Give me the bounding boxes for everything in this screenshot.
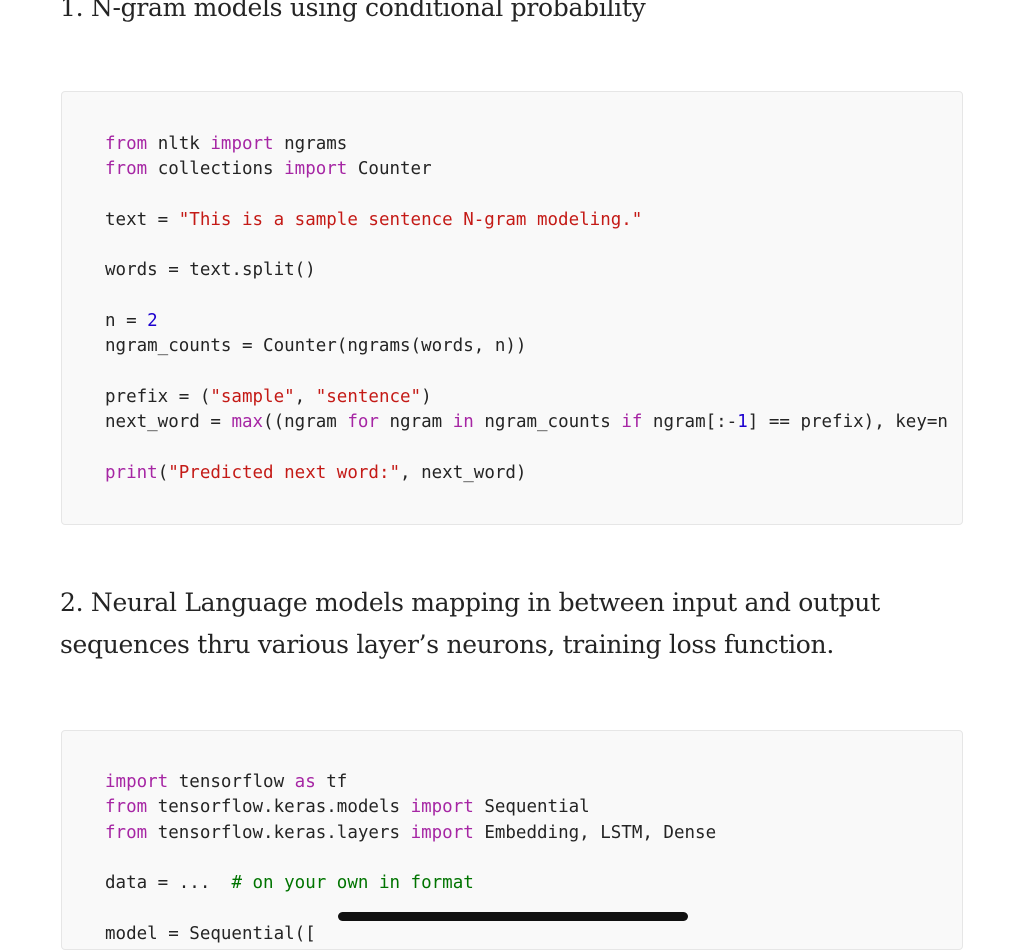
code-block-ngram: from nltk import ngrams from collections… bbox=[61, 91, 963, 525]
home-indicator-bar[interactable] bbox=[338, 912, 688, 921]
section-heading-neural: 2. Neural Language models mapping in bet… bbox=[60, 588, 880, 659]
code-text: from nltk import ngrams from collections… bbox=[105, 134, 948, 483]
section-heading-ngram: 1. N-gram models using conditional proba… bbox=[60, 0, 646, 22]
code-text: import tensorflow as tf from tensorflow.… bbox=[105, 772, 717, 944]
